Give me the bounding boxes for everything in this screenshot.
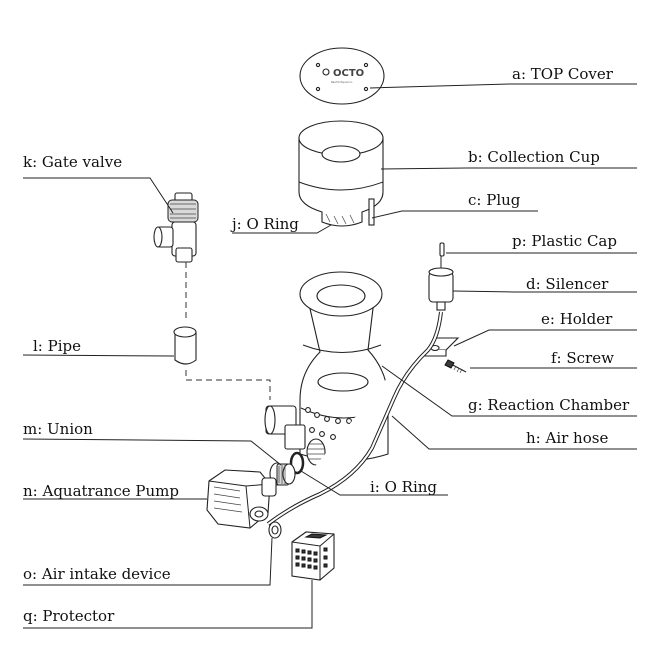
- label-screw: f: Screw: [551, 349, 614, 367]
- aquatrance-pump-part: [206, 469, 277, 529]
- label-gate-valve: k: Gate valve: [23, 153, 122, 171]
- label-holder: e: Holder: [541, 310, 613, 328]
- leader-j: [232, 224, 332, 234]
- label-protector: q: Protector: [23, 607, 115, 625]
- leader-g: [381, 365, 637, 417]
- label-collection-cup: b: Collection Cup: [468, 148, 600, 166]
- top-cover-logo-tagline: Reef Octopus Inc.: [331, 80, 353, 84]
- part-labels: a: TOP Cover b: Collection Cup c: Plug j…: [23, 65, 630, 625]
- air-hose-inner: [267, 311, 442, 525]
- protector-part: [291, 531, 335, 581]
- leader-o: [23, 537, 273, 586]
- label-plastic-cap: p: Plastic Cap: [512, 232, 617, 250]
- label-o-ring-lower: i: O Ring: [370, 478, 437, 496]
- gate-valve-part: [153, 192, 199, 263]
- label-air-hose: h: Air hose: [526, 429, 608, 447]
- plastic-cap-part: [439, 242, 445, 257]
- leader-lines: [22, 83, 637, 629]
- leader-k: [23, 177, 174, 214]
- label-o-ring-upper: j: O Ring: [230, 215, 299, 233]
- leader-i: [300, 470, 448, 496]
- silencer-part: [428, 256, 454, 311]
- label-air-intake-device: o: Air intake device: [23, 565, 171, 583]
- inlet-fitting: [306, 438, 326, 466]
- top-cover-logo: OCTO: [333, 68, 364, 79]
- air-intake-device-part: [268, 521, 282, 539]
- leader-l: [22, 354, 175, 357]
- top-cover-part: OCTO Reef Octopus Inc.: [299, 47, 385, 105]
- label-silencer: d: Silencer: [526, 275, 609, 293]
- o-ring-lower-part: [289, 451, 305, 475]
- collection-cup-part: [298, 120, 384, 227]
- label-reaction-chamber: g: Reaction Chamber: [468, 396, 630, 414]
- leader-q: [23, 580, 313, 629]
- label-union: m: Union: [23, 420, 93, 438]
- leader-d: [452, 290, 637, 293]
- label-aquatrance-pump: n: Aquatrance Pump: [23, 482, 179, 500]
- pipe-routing-dashed-line: [185, 262, 271, 400]
- label-pipe: l: Pipe: [33, 337, 81, 355]
- leader-e: [453, 329, 637, 347]
- leader-c: [371, 210, 538, 219]
- leader-m: [22, 438, 282, 466]
- label-top-cover: a: TOP Cover: [512, 65, 614, 83]
- leader-b: [380, 167, 637, 170]
- union-part: [269, 462, 296, 486]
- label-plug: c: Plug: [468, 191, 521, 209]
- leader-a: [369, 83, 637, 89]
- pipe-part: [173, 326, 197, 365]
- screw-part: [444, 359, 467, 374]
- protector-grille: [295, 547, 328, 570]
- leader-h: [391, 415, 637, 450]
